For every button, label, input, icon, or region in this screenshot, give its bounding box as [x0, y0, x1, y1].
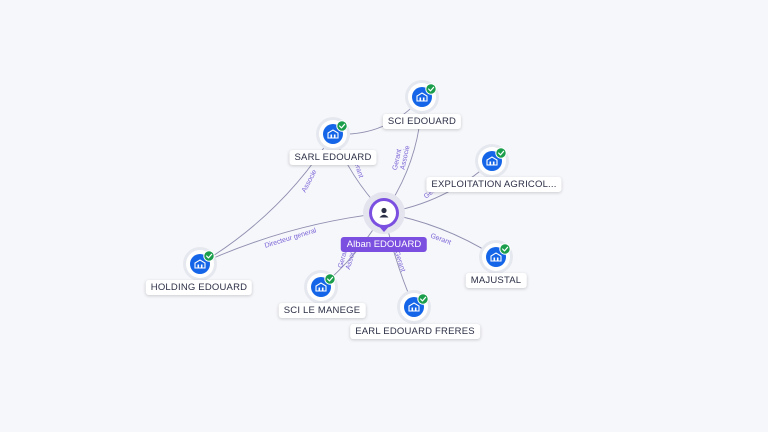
person-node[interactable] — [369, 198, 399, 232]
company-name-label[interactable]: MAJUSTAL — [465, 273, 527, 288]
company-node-earl[interactable] — [397, 290, 431, 324]
company-node-exploitation[interactable] — [475, 144, 509, 178]
edge-center-holding — [199, 212, 385, 265]
verified-check-icon — [417, 293, 429, 305]
edge-label: Gerant — [393, 250, 406, 273]
company-icon — [490, 252, 502, 262]
edge-label: Associe — [400, 145, 412, 171]
verified-check-icon — [425, 83, 437, 95]
company-node-sci-edouard[interactable] — [405, 80, 439, 114]
person-icon — [379, 207, 389, 218]
company-icon — [194, 259, 206, 269]
company-node-majustal[interactable] — [479, 240, 513, 274]
company-node-sci-manege[interactable] — [304, 270, 338, 304]
edge-label: Gerant — [429, 233, 452, 247]
verified-check-icon — [499, 243, 511, 255]
verified-check-icon — [336, 120, 348, 132]
company-name-label[interactable]: EARL EDOUARD FRERES — [350, 324, 480, 339]
verified-check-icon — [495, 147, 507, 159]
verified-check-icon — [203, 250, 215, 262]
company-node-sarl-edouard[interactable] — [316, 117, 350, 151]
person-name-label[interactable]: Alban EDOUARD — [340, 237, 428, 252]
company-name-label[interactable]: SCI LE MANEGE — [278, 303, 366, 318]
company-icon — [315, 282, 327, 292]
edge-label: Gerant — [392, 148, 403, 170]
company-name-label[interactable]: HOLDING EDOUARD — [145, 280, 253, 295]
verified-check-icon — [324, 273, 336, 285]
company-icon — [408, 302, 420, 312]
company-icon — [327, 129, 339, 139]
company-name-label[interactable]: EXPLOITATION AGRICOL... — [426, 177, 562, 192]
edge-label: Associe — [301, 169, 319, 194]
company-icon — [486, 156, 498, 166]
company-icon — [416, 92, 428, 102]
company-name-label[interactable]: SCI EDOUARD — [382, 114, 462, 129]
company-node-holding[interactable] — [183, 247, 217, 281]
company-name-label[interactable]: SARL EDOUARD — [289, 150, 377, 165]
